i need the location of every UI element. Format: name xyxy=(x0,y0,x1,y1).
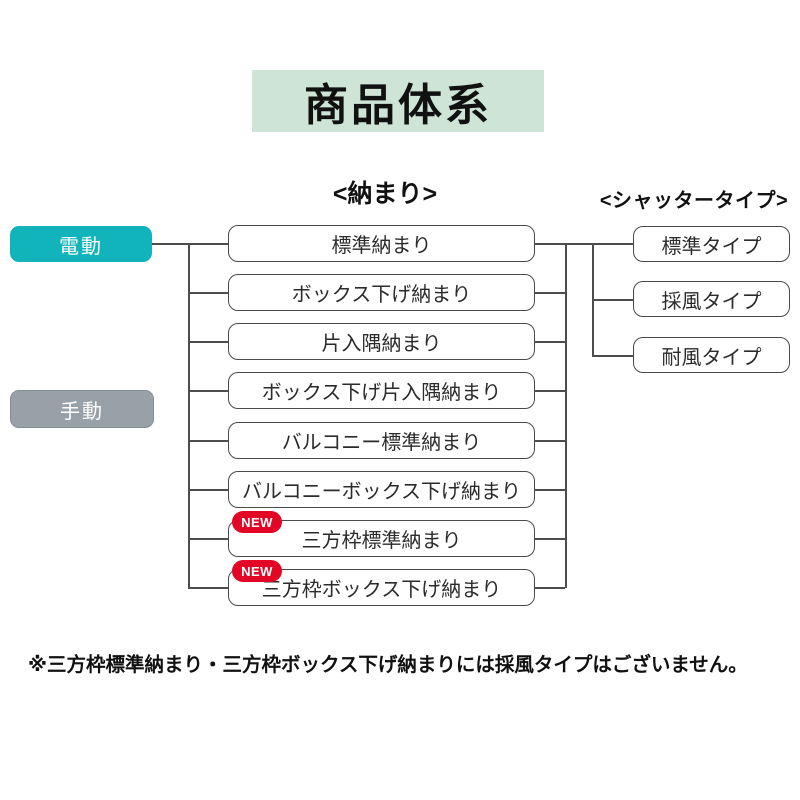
connector-left-branch xyxy=(188,587,228,589)
connector-left-branch xyxy=(188,341,228,343)
drive-node-electric: 電動 xyxy=(10,226,152,262)
connector-right-branch xyxy=(535,489,565,491)
shutter-type-node-wind-resistant: 耐風タイプ xyxy=(633,337,790,373)
column-header-osamari: <納まり> xyxy=(332,180,438,208)
connector-left-branch xyxy=(188,390,228,392)
connector-electric-to-trunk xyxy=(152,243,228,245)
drive-node-manual: 手動 xyxy=(10,390,154,428)
shutter-type-node-standard: 標準タイプ xyxy=(633,226,790,262)
connector-right-trunk xyxy=(565,243,567,588)
osamari-node-box-lowered: ボックス下げ納まり xyxy=(228,274,535,311)
connector-shutter-branch xyxy=(592,299,633,301)
connector-right-branch xyxy=(535,440,565,442)
osamari-node-box-lowered-kataisumi: ボックス下げ片入隅納まり xyxy=(228,372,535,409)
connector-left-branch xyxy=(188,440,228,442)
new-badge: NEW xyxy=(232,560,282,582)
footnote-text: ※三方枠標準納まり・三方枠ボックス下げ納まりには採風タイプはございません。 xyxy=(28,654,748,676)
connector-top-to-shutter-trunk xyxy=(535,243,633,245)
diagram-title: 商品体系 xyxy=(252,70,544,132)
column-header-shutter-type: <シャッタータイプ> xyxy=(599,190,789,212)
osamari-node-standard: 標準納まり xyxy=(228,225,535,262)
connector-right-branch xyxy=(535,538,565,540)
osamari-node-sanpowaku-standard: 三方枠標準納まり xyxy=(228,520,535,557)
connector-left-branch xyxy=(188,292,228,294)
osamari-node-balcony-standard: バルコニー標準納まり xyxy=(228,422,535,459)
new-badge: NEW xyxy=(232,511,282,533)
connector-left-branch xyxy=(188,538,228,540)
connector-left-trunk xyxy=(188,243,190,588)
shutter-type-node-ventilation: 採風タイプ xyxy=(633,281,790,317)
osamari-node-balcony-box-lowered: バルコニーボックス下げ納まり xyxy=(228,471,535,508)
connector-right-branch xyxy=(535,341,565,343)
connector-shutter-branch xyxy=(592,355,633,357)
osamari-node-kataisumi: 片入隅納まり xyxy=(228,323,535,360)
connector-right-branch xyxy=(535,587,565,589)
connector-left-branch xyxy=(188,489,228,491)
connector-right-branch xyxy=(535,292,565,294)
connector-right-branch xyxy=(535,390,565,392)
